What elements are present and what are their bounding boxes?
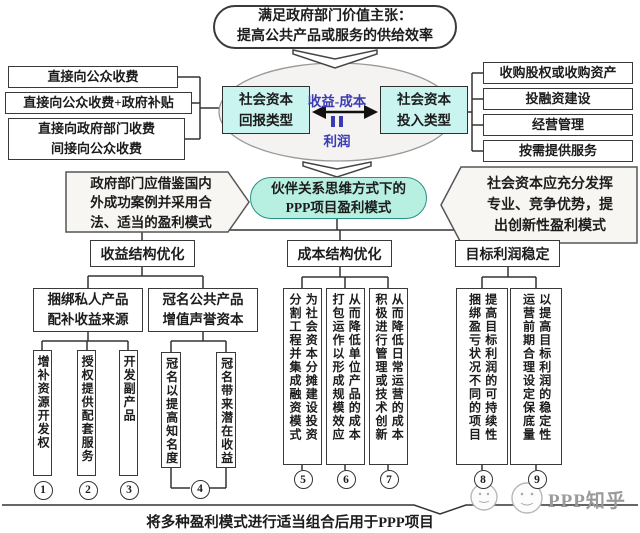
- value-proposition-box: 满足政府部门价值主张： 提高公共产品或服务的供给效率: [213, 5, 457, 49]
- on-demand-service-label: 按需提供服务: [518, 143, 597, 158]
- number-circle-5: 5: [293, 470, 313, 489]
- number-circle-2: 2: [78, 480, 98, 500]
- value-proposition-line1: 满足政府部门价值主张：: [258, 9, 412, 24]
- ppp-profit-model-line2: PPP项目盈利模式: [285, 200, 392, 215]
- capital-note-line3: 出创新性盈利模式: [494, 218, 606, 234]
- revenue-structure-header: 收益结构优化: [90, 240, 195, 267]
- number-circle-7: 7: [379, 470, 399, 489]
- leaf-9-left-text: 运营前期合理设定保底量: [521, 293, 536, 442]
- number-circle-8: 8: [473, 470, 493, 489]
- leaf-5-right-text: 为社会资本分摊建设投资: [304, 293, 319, 442]
- operation-management-label: 经营管理: [531, 117, 584, 132]
- naming-public-line1: 冠名公共产品: [162, 292, 244, 307]
- leaf-box-5: 分割工程并集成融资模式 为社会资本分摊建设投资: [283, 288, 322, 465]
- charge-government-box: 直接向政府部门收费 间接向公众收费: [8, 118, 185, 160]
- number-circle-4: 4: [190, 479, 210, 499]
- charge-public-label: 直接向公众收费: [47, 69, 139, 84]
- bundle-private-line2: 配补收益来源: [47, 312, 129, 327]
- cost-structure-header: 成本结构优化: [287, 240, 392, 267]
- leaf-box-6: 打包运作以形成规模效应 从而降低单位产品的成本: [326, 288, 365, 465]
- profit-equals-icon: [331, 116, 343, 127]
- investment-construction-box: 投融资建设: [483, 88, 633, 110]
- down-chevron-icon-mid: [302, 161, 372, 178]
- capital-invest-line1: 社会资本: [397, 92, 451, 107]
- gov-note-line2: 外成功案例并采用合: [90, 195, 212, 211]
- charge-public-subsidy-label: 直接向公众收费+政府补贴: [23, 95, 174, 110]
- value-proposition-line2: 提高公共产品或服务的供给效率: [237, 29, 433, 44]
- leaf-6-left-text: 打包运作以形成规模效应: [331, 293, 345, 442]
- acquire-equity-label: 收购股权或收购资产: [499, 65, 617, 80]
- leaf-box-1: 增补资源开发权: [33, 350, 52, 476]
- acquire-equity-box: 收购股权或收购资产: [483, 62, 633, 84]
- capital-note-line1: 社会资本应充分发挥: [487, 176, 613, 192]
- capital-return-type-box: 社会资本 回报类型: [222, 86, 310, 134]
- double-arrow-icon: [312, 105, 378, 119]
- ppp-profit-model-line1: 伙伴关系思维方式下的: [271, 181, 406, 196]
- leaf-5-left-text: 分割工程并集成融资模式: [288, 293, 302, 442]
- charge-public-box: 直接向公众收费: [8, 66, 178, 88]
- gov-note-line1: 政府部门应借鉴国内: [90, 176, 212, 192]
- leaf-box-8: 捆绑盈亏状况不同的项目 提高目标利润的可持续性: [456, 288, 508, 465]
- leaf-box-3: 开发副产品: [119, 350, 138, 476]
- revenue-minus-cost-label: 收益-成本: [307, 94, 367, 109]
- on-demand-service-box: 按需提供服务: [483, 140, 633, 162]
- leaf-box-7: 积极进行管理或技术创新 从而降低日常运营的成本: [369, 288, 408, 465]
- leaf-3-text: 开发副产品: [122, 355, 137, 423]
- capital-note-line2: 专业、竞争优势，提: [487, 197, 613, 213]
- capital-invest-type-box: 社会资本 投入类型: [380, 86, 468, 134]
- number-circle-3: 3: [119, 480, 139, 500]
- leaf-7-left-text: 积极进行管理或技术创新: [374, 293, 388, 442]
- capital-return-line1: 社会资本: [239, 92, 293, 107]
- capital-note: 社会资本应充分发挥 专业、竞争优势，提 出创新性盈利模式: [468, 172, 632, 238]
- charge-public-subsidy-box: 直接向公众收费+政府补贴: [5, 92, 192, 114]
- gov-note-line3: 法、适当的盈利模式: [90, 214, 212, 230]
- leaf-1-text: 增补资源开发权: [36, 355, 51, 450]
- leaf-7-right-text: 从而降低日常运营的成本: [390, 293, 405, 442]
- capital-return-line2: 回报类型: [239, 113, 293, 128]
- leaf-6-right-text: 从而降低单位产品的成本: [347, 293, 362, 442]
- bundle-private-product-box: 捆绑私人产品 配补收益来源: [33, 288, 143, 332]
- number-circle-1: 1: [33, 480, 53, 500]
- capital-invest-line2: 投入类型: [397, 113, 451, 128]
- leaf-2-text: 授权提供配套服务: [80, 355, 95, 463]
- leaf-9-right-text: 以提高目标利润的稳定性: [537, 293, 552, 442]
- conclusion-text: 将多种盈利模式进行适当组合后用于PPP项目: [146, 514, 434, 531]
- charge-government-line2: 间接向公众收费: [50, 141, 142, 156]
- naming-public-product-box: 冠名公共产品 增值声誉资本: [148, 288, 258, 332]
- leaf-box-4b: 冠名带来潜在收益: [216, 352, 236, 468]
- leaf-8-left-text: 捆绑盈亏状况不同的项目: [467, 293, 482, 442]
- operation-management-box: 经营管理: [483, 114, 633, 136]
- leaf-8-right-text: 提高目标利润的可持续性: [483, 293, 498, 442]
- number-circle-9: 9: [527, 470, 547, 489]
- profit-label: 利润: [323, 134, 351, 149]
- watermark-logo-icon: [470, 482, 543, 514]
- down-chevron-icon-top: [292, 49, 378, 69]
- leaf-box-4a: 冠名以提高知名度: [161, 352, 181, 468]
- number-circle-6: 6: [336, 470, 356, 489]
- naming-public-line2: 增值声誉资本: [162, 312, 244, 327]
- bundle-private-line1: 捆绑私人产品: [47, 292, 129, 307]
- ppp-profit-model-node: 伙伴关系思维方式下的 PPP项目盈利模式: [250, 177, 427, 219]
- investment-construction-label: 投融资建设: [525, 91, 591, 106]
- watermark-text: PPP知乎: [548, 491, 626, 512]
- leaf-4a-text: 冠名以提高知名度: [164, 357, 179, 465]
- charge-government-line1: 直接向政府部门收费: [37, 121, 155, 136]
- leaf-box-9: 运营前期合理设定保底量 以提高目标利润的稳定性: [510, 288, 562, 465]
- leaf-4b-text: 冠名带来潜在收益: [219, 357, 234, 465]
- gov-note-pentagon: [65, 171, 250, 233]
- gov-note: 政府部门应借鉴国内 外成功案例并采用合 法、适当的盈利模式: [70, 174, 232, 232]
- target-profit-header: 目标利润稳定: [455, 240, 560, 267]
- leaf-box-2: 授权提供配套服务: [77, 350, 96, 476]
